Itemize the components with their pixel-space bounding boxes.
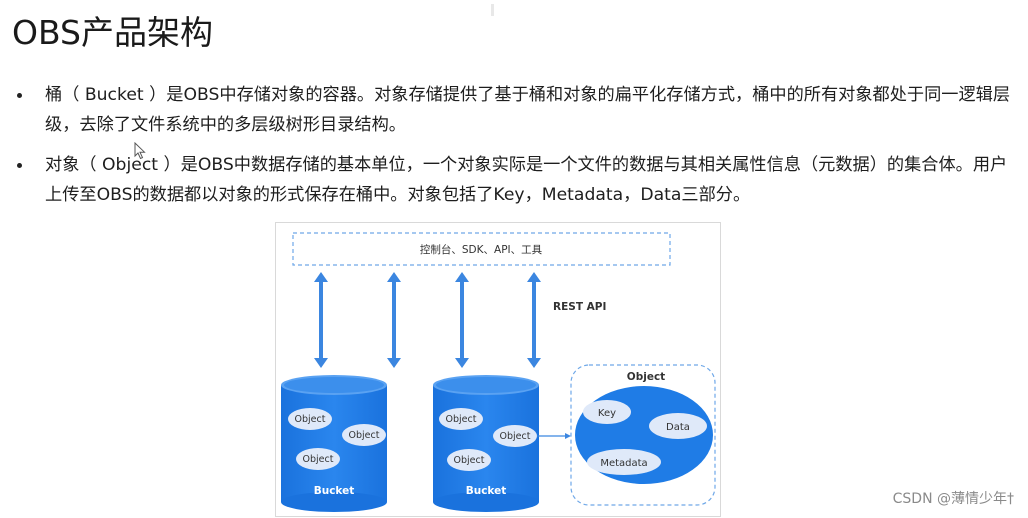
object-detail-box: Object Key Data Metadata xyxy=(570,364,716,506)
object-label: Object xyxy=(303,454,334,465)
data-ellipse xyxy=(649,413,707,439)
double-arrow-icon xyxy=(314,272,328,368)
double-arrow-icon xyxy=(387,272,401,368)
watermark: CSDN @薄情少年† xyxy=(892,491,1014,507)
slide-title: OBS产品架构 xyxy=(12,13,213,52)
mouse-pointer-icon xyxy=(134,142,146,160)
api-arrows xyxy=(314,272,541,368)
bucket-label: Bucket xyxy=(314,485,355,497)
client-box: 控制台、SDK、API、工具 xyxy=(292,232,671,266)
top-indicator xyxy=(491,4,494,16)
bullet-item-object: 对象（ Object ）是OBS中数据存储的基本单位，一个对象实际是一个文件的数… xyxy=(12,150,1017,210)
metadata-ellipse xyxy=(587,449,661,475)
object-detail-title: Object xyxy=(627,371,665,383)
bullet-list: 桶（ Bucket ）是OBS中存储对象的容器。对象存储提供了基于桶和对象的扁平… xyxy=(12,80,1017,220)
bullet-item-bucket: 桶（ Bucket ）是OBS中存储对象的容器。对象存储提供了基于桶和对象的扁平… xyxy=(12,80,1017,140)
object-label: Object xyxy=(454,455,485,466)
double-arrow-icon xyxy=(455,272,469,368)
metadata-label: Metadata xyxy=(600,458,647,469)
object-ellipse xyxy=(288,408,332,430)
connector-arrow-icon xyxy=(537,433,571,439)
object-ellipse xyxy=(342,424,386,446)
object-ellipse xyxy=(447,449,491,471)
key-label: Key xyxy=(598,408,616,419)
object-ellipse xyxy=(439,408,483,430)
bullet-dot-icon xyxy=(17,163,22,168)
bucket-label: Bucket xyxy=(466,485,507,497)
object-label: Object xyxy=(295,414,326,425)
key-ellipse xyxy=(583,400,631,424)
bullet-text: 桶（ Bucket ）是OBS中存储对象的容器。对象存储提供了基于桶和对象的扁平… xyxy=(45,85,1011,135)
bucket-cylinder: Object Object Object Bucket xyxy=(281,375,387,512)
bullet-dot-icon xyxy=(17,93,22,98)
object-ellipse xyxy=(296,448,340,470)
object-label: Object xyxy=(500,431,531,442)
object-ellipse xyxy=(493,425,537,447)
data-label: Data xyxy=(666,422,690,433)
object-label: Object xyxy=(349,430,380,441)
double-arrow-icon xyxy=(527,272,541,368)
bullet-text: 对象（ Object ）是OBS中数据存储的基本单位，一个对象实际是一个文件的数… xyxy=(45,155,1008,205)
bucket-cylinder: Object Object Object Bucket xyxy=(433,375,539,512)
client-label: 控制台、SDK、API、工具 xyxy=(420,243,543,256)
object-label: Object xyxy=(446,414,477,425)
obs-architecture-diagram: 控制台、SDK、API、工具 REST API Object xyxy=(275,222,721,517)
rest-api-label: REST API xyxy=(553,301,606,313)
